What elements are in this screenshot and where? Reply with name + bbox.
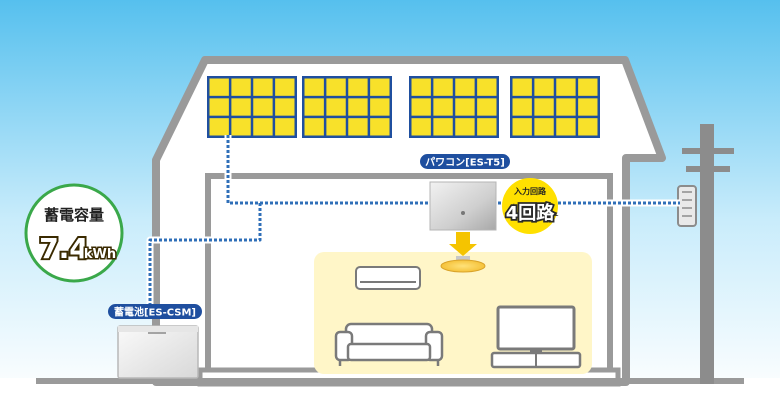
solar-cell [370, 78, 390, 96]
capacity-value: 7.4 [39, 232, 89, 265]
inverter-box [429, 181, 497, 231]
sofa [334, 322, 444, 366]
solar-cell [253, 118, 273, 136]
capacity-value-group: 7.4 7.4 kWh [37, 230, 117, 267]
solar-cell [275, 78, 295, 96]
house-inner-wall [205, 173, 613, 382]
solar-cell [433, 118, 453, 136]
solar-cell [578, 78, 598, 96]
solar-cell [231, 98, 251, 116]
solar-cell [556, 78, 576, 96]
pole-crossarm-1 [682, 148, 734, 154]
ceiling-lamp [440, 256, 486, 273]
solar-cell [455, 118, 475, 136]
solar-panel-array [207, 76, 600, 138]
battery-label: 蓄電池[ES-CSM] [114, 306, 196, 319]
solar-cell [534, 98, 554, 116]
solar-cell [455, 78, 475, 96]
pole-shaft [700, 124, 714, 384]
capacity-badge: 蓄電容量 7.4 7.4 kWh [24, 183, 124, 283]
solar-cell [556, 118, 576, 136]
solar-cell [370, 118, 390, 136]
solar-cell [411, 78, 431, 96]
battery-label-tag: 蓄電池[ES-CSM] [108, 304, 202, 319]
battery-unit [117, 325, 199, 379]
inverter [429, 181, 497, 231]
solar-cell [304, 98, 324, 116]
solar-cell [348, 78, 368, 96]
capacity-unit: kWh [84, 247, 116, 262]
solar-cell [433, 98, 453, 116]
solar-cell [326, 118, 346, 136]
capacity-value-outline: 7.4 [39, 232, 89, 265]
solar-cell [534, 118, 554, 136]
solar-cell [534, 78, 554, 96]
solar-cell [477, 98, 497, 116]
solar-cell [304, 78, 324, 96]
solar-cell [411, 118, 431, 136]
solar-cell [578, 118, 598, 136]
solar-cell [370, 98, 390, 116]
solar-cell [455, 98, 475, 116]
solar-cell [512, 98, 532, 116]
pole-crossarm-2 [686, 166, 730, 172]
ground-line [36, 378, 744, 384]
solar-cell [477, 78, 497, 96]
circuit-badge-top: 入力回路 [513, 186, 547, 196]
power-arrow [449, 232, 477, 256]
solar-cell [348, 118, 368, 136]
solar-cell [275, 98, 295, 116]
circuit-badge-main: 4回路 [506, 202, 556, 224]
solar-cell [304, 118, 324, 136]
solar-cell [326, 78, 346, 96]
capacity-label: 蓄電容量 [44, 206, 104, 224]
circuit-badge: 入力回路 4回路 [502, 178, 558, 234]
solar-cell [433, 78, 453, 96]
solar-cell [253, 78, 273, 96]
solar-cell [326, 98, 346, 116]
inverter-label-tag: パワコン[ES-T5] [420, 154, 510, 169]
solar-cell [209, 118, 229, 136]
solar-cell [253, 98, 273, 116]
solar-cell [348, 98, 368, 116]
solar-cell [512, 118, 532, 136]
air-conditioner [355, 266, 421, 290]
solar-cell [556, 98, 576, 116]
solar-cell [231, 118, 251, 136]
inverter-label: パワコン[ES-T5] [425, 157, 505, 169]
solar-cell [512, 78, 532, 96]
utility-pole [677, 124, 734, 384]
solar-cell [411, 98, 431, 116]
television [490, 305, 582, 369]
solar-cell [477, 118, 497, 136]
solar-cell [275, 118, 295, 136]
solar-cell [209, 98, 229, 116]
solar-cell [578, 98, 598, 116]
battery-box [117, 325, 199, 379]
solar-cell [209, 78, 229, 96]
solar-cell [231, 78, 251, 96]
